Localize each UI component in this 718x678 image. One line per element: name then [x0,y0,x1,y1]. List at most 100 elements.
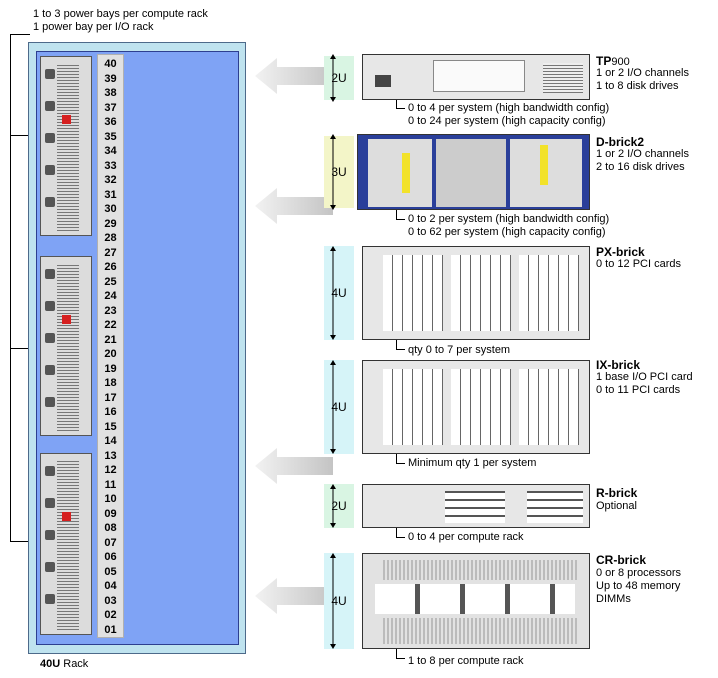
rack-slot-number: 29 [104,217,117,230]
power-bay-bottom [40,453,92,635]
u-label: 4U [331,594,347,608]
callout-dbrick2-1: 0 to 2 per system (high bandwidth config… [408,213,610,225]
callout-line [396,340,405,350]
rbrick-unit [362,484,590,528]
u-label: 4U [331,400,347,414]
rack-slot-number: 33 [104,159,117,172]
rack-slot-number: 10 [104,493,117,505]
power-bay-top [40,56,92,236]
u-label: 3U [331,165,347,179]
tp900-vent [543,63,583,93]
pxbrick-pci-slots [519,255,579,331]
tp900-power-socket [375,75,391,87]
callout-crbrick-1: 1 to 8 per compute rack [408,655,524,667]
callout-tp900-2: 0 to 24 per system (high capacity config… [408,115,606,127]
brick-desc-crbrick-1: 0 or 8 processors [596,567,681,579]
rack-slot-number: 03 [104,594,117,607]
rbrick-ports [445,491,505,523]
brick-desc-tp900-1: 1 or 2 I/O channels [596,67,689,79]
power-bay-grill [57,460,79,630]
rack-slot-number: 39 [104,72,117,85]
rack-slot-number: 40 [104,58,117,70]
rack-slot-number: 18 [104,377,117,389]
crbrick-unit [362,553,590,649]
height-arrow [330,54,336,102]
brick-desc-crbrick-2: Up to 48 memory DIMMs [596,580,681,605]
power-led [62,512,71,521]
callout-rbrick-1: 0 to 4 per compute rack [408,531,524,543]
power-plug [45,466,55,476]
u-height-pxbrick: 4U [324,246,354,340]
rack-slot-number: 23 [104,304,117,317]
power-plug [45,594,55,604]
pxbrick-unit [362,246,590,340]
insert-arrow-tp900 [255,58,333,94]
height-arrow [330,134,336,210]
brick-title-crbrick: CR-brick [596,553,647,567]
callout-line [396,454,405,464]
crbrick-vent [383,618,579,644]
u-height-rbrick: 2U [324,484,354,528]
height-arrow [330,360,336,454]
dbrick2-controllers [436,139,506,207]
rack-slot-number: 30 [104,203,117,215]
tp900-unit [362,54,590,100]
height-arrow [330,553,336,649]
brick-desc-rbrick-1: Optional [596,500,637,512]
height-arrow [330,484,336,528]
rack-slot-number: 26 [104,261,117,273]
callout-line [396,528,405,538]
power-plug [45,301,55,311]
power-bay-brace [10,34,11,541]
rack-slot-number: 17 [104,391,117,404]
rack-slot-number: 21 [104,333,117,346]
brick-desc-tp900-2: 1 to 8 disk drives [596,80,679,92]
callout-line [396,100,405,109]
ixbrick-pci-slots [519,369,579,445]
dbrick2-unit [357,134,590,210]
u-height-crbrick: 4U [324,553,354,649]
rack-slot-number: 04 [104,580,117,592]
rbrick-ports [527,491,583,523]
power-plug [45,69,55,79]
rack-slot-number: 27 [104,246,117,259]
power-plug [45,165,55,175]
pxbrick-pci-slots [383,255,443,331]
ixbrick-unit [362,360,590,454]
rack-slot-number: 05 [104,565,117,578]
power-note-2: 1 power bay per I/O rack [33,21,154,33]
power-led [62,315,71,324]
tp900-drive-bay [433,60,525,92]
u-height-tp900: 2U [324,56,354,100]
brace-top [10,34,30,35]
u-height-dbrick2: 3U [324,136,354,208]
power-plug [45,101,55,111]
brick-desc-ixbrick-2: 0 to 11 PCI cards [596,384,681,396]
brace-tick-3 [10,541,30,542]
power-plug [45,498,55,508]
u-height-ixbrick: 4U [324,360,354,454]
rack-slot-number: 34 [104,145,117,157]
rack-slot-number: 16 [104,406,117,418]
power-plug [45,133,55,143]
power-plug [45,530,55,540]
rack-slot-number: 19 [104,362,117,375]
rack-slot-number: 31 [104,188,117,201]
rack-size-label: 40U [40,658,61,670]
insert-arrow-dbrick2 [255,188,333,224]
insert-arrow-crbrick [255,578,333,614]
power-plug [45,365,55,375]
rack-slot-number: 08 [104,522,117,534]
brick-desc-dbrick2-1: 1 or 2 I/O channels [596,148,689,160]
callout-line [396,649,405,659]
rack-slot-number: 15 [104,420,117,433]
brick-title-dbrick2: D-brick2 [596,135,645,149]
rack-slot-number: 01 [104,623,117,636]
power-bay-grill [57,263,79,431]
dbrick2-psu-left [368,139,432,207]
rack-slot-number: 36 [104,116,117,128]
rack-label: 40U Rack [40,658,88,670]
rack-slot-number: 32 [104,174,117,186]
crbrick-connectors [375,584,575,614]
